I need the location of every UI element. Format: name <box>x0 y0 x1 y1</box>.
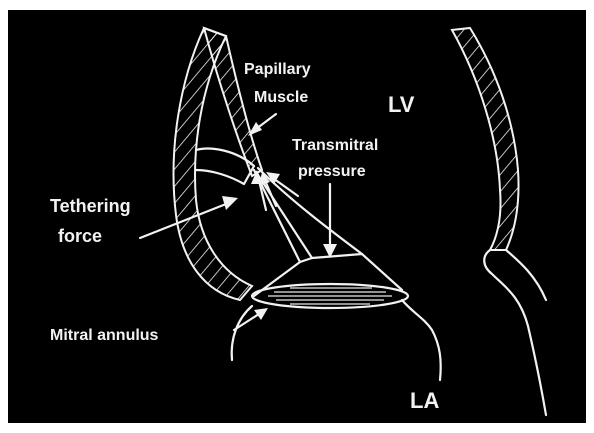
label-papillary-line1: Papillary <box>244 61 311 78</box>
lv-right-wall-base <box>484 250 546 415</box>
la-right-wall <box>402 300 441 380</box>
arrow-mitral-annulus <box>234 308 268 330</box>
arrows-tethering-chordae <box>251 170 298 210</box>
arrow-transmitral-pressure <box>323 184 337 258</box>
label-lv: LV <box>388 92 415 117</box>
la-left-wall <box>232 306 252 360</box>
arrow-papillary-muscle <box>248 114 276 136</box>
label-mitral-annulus: Mitral annulus <box>50 327 159 344</box>
lv-right-wall <box>452 28 519 250</box>
label-tethering-line1: Tethering <box>50 196 131 216</box>
label-la: LA <box>410 388 439 413</box>
label-transmitral-line2: pressure <box>298 163 366 180</box>
lv-left-wall <box>174 28 252 300</box>
label-transmitral-line1: Transmitral <box>292 137 378 154</box>
label-papillary-line2: Muscle <box>254 89 308 106</box>
annulus-shading <box>268 288 392 304</box>
label-tethering-line2: force <box>58 226 102 246</box>
